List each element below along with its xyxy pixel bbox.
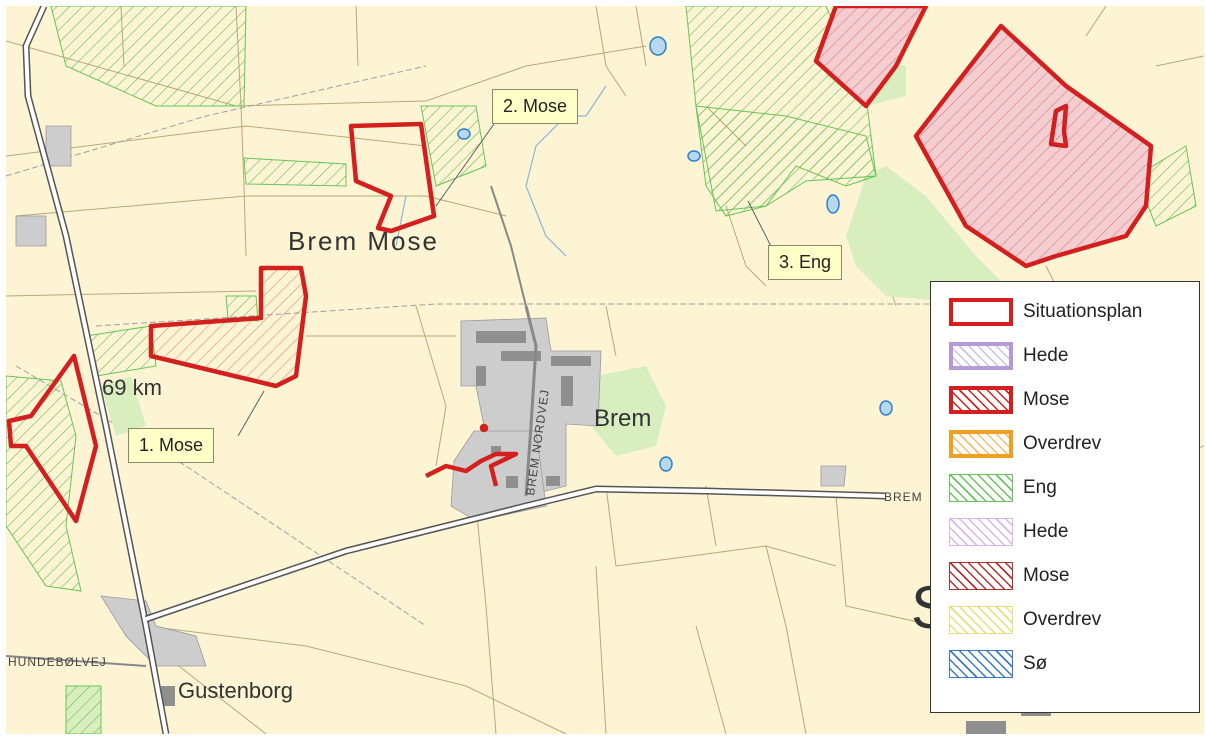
legend-label: Hede xyxy=(1023,345,1069,366)
legend-item: Overdrev xyxy=(949,422,1199,466)
legend-swatch xyxy=(949,298,1013,326)
legend-item: Sø xyxy=(949,642,1199,686)
legend-swatch xyxy=(949,518,1013,546)
distance-label: 69 km xyxy=(102,375,162,400)
legend-swatch xyxy=(949,342,1013,370)
place-label-gustenborg: Gustenborg xyxy=(178,678,293,703)
callout-mose-2: 2. Mose xyxy=(492,89,579,124)
legend-label: Overdrev xyxy=(1023,609,1102,630)
callout-mose-1: 1. Mose xyxy=(128,428,215,463)
legend-swatch xyxy=(949,474,1013,502)
mose-area-1 xyxy=(148,265,309,389)
road-label-hundeboelvej: HUNDEBØLVEJ xyxy=(8,655,107,669)
legend-label: Eng xyxy=(1023,477,1057,498)
legend-item: Hede xyxy=(949,334,1199,378)
legend-label: Situationsplan xyxy=(1023,301,1143,322)
situationsplan-areas xyxy=(6,6,1154,524)
place-label-brem-mose: Brem Mose xyxy=(288,226,439,256)
mose-area-2 xyxy=(348,121,437,234)
legend-label: Hede xyxy=(1023,521,1069,542)
legend-swatch xyxy=(949,650,1013,678)
place-label-brem: Brem xyxy=(594,405,651,432)
water-bodies xyxy=(457,36,893,472)
legend-item: Situationsplan xyxy=(949,290,1199,334)
legend-label: Overdrev xyxy=(1023,433,1102,454)
legend-label: Mose xyxy=(1023,389,1070,410)
legend-swatch xyxy=(949,606,1013,634)
legend-swatch xyxy=(949,562,1013,590)
legend-item: Mose xyxy=(949,554,1199,598)
field-boundaries xyxy=(6,6,1204,734)
trails xyxy=(6,65,936,627)
main-roads xyxy=(6,6,887,734)
legend-item: Mose xyxy=(949,378,1199,422)
callout-eng-3: 3. Eng xyxy=(768,245,843,280)
mose-area-east xyxy=(913,23,1154,269)
legend-label: Mose xyxy=(1023,565,1070,586)
mose-hatch xyxy=(151,6,1151,386)
legend-item: Hede xyxy=(949,510,1199,554)
eng-area-west xyxy=(6,353,99,524)
road-label-brem: BREM xyxy=(884,490,923,504)
legend-label: Sø xyxy=(1023,653,1048,674)
legend-swatch xyxy=(949,430,1013,458)
legend-swatch xyxy=(949,386,1013,414)
legend-item: Overdrev xyxy=(949,598,1199,642)
mose-area-north xyxy=(813,6,929,109)
legend-item: Eng xyxy=(949,466,1199,510)
